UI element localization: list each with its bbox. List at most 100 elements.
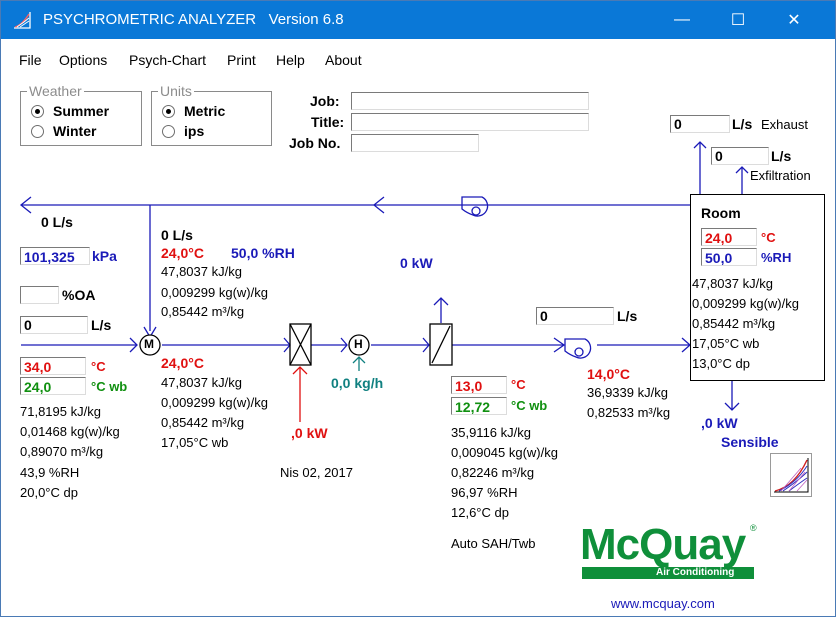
brand-tagline: Air Conditioning bbox=[656, 567, 735, 578]
exfiltration-unit: L/s bbox=[771, 148, 792, 164]
minimize-icon: — bbox=[674, 11, 690, 28]
title-input[interactable] bbox=[351, 113, 589, 131]
units-group-label: Units bbox=[158, 83, 194, 99]
psych-chart-icon bbox=[774, 458, 809, 493]
mixed-air-humidity: 0,009299 kg(w)/kg bbox=[161, 395, 268, 410]
pressure-unit: kPa bbox=[92, 248, 117, 264]
metric-radio[interactable] bbox=[162, 105, 175, 118]
winter-radio[interactable] bbox=[31, 125, 44, 138]
outdoor-flow-input[interactable] bbox=[20, 316, 88, 334]
outdoor-enthalpy: 71,8195 kJ/kg bbox=[20, 404, 101, 419]
weather-group: Weather Summer Winter bbox=[20, 83, 142, 146]
summer-label[interactable]: Summer bbox=[53, 103, 110, 119]
mixed-air-temp: 24,0°C bbox=[161, 355, 204, 371]
cooling-coil-load: 0 kW bbox=[400, 255, 433, 271]
weather-group-label: Weather bbox=[27, 83, 84, 99]
exhaust-unit: L/s bbox=[732, 116, 753, 132]
mixed-air-enthalpy: 47,8037 kJ/kg bbox=[161, 375, 242, 390]
outdoor-volume: 0,89070 m³/kg bbox=[20, 444, 104, 459]
job-no-input[interactable] bbox=[351, 134, 479, 152]
title-bar[interactable]: PSYCHROMETRIC ANALYZER Version 6.8 — ☐ ✕ bbox=[1, 1, 835, 39]
brand-url[interactable]: www.mcquay.com bbox=[611, 596, 715, 611]
brand-bar bbox=[582, 567, 754, 579]
winter-label[interactable]: Winter bbox=[53, 123, 97, 139]
outdoor-air-pct-input[interactable] bbox=[20, 286, 59, 304]
room-panel: Room 24,0 °C 50,0 %RH 47,8037 kJ/kg 0,00… bbox=[690, 194, 825, 381]
room-title: Room bbox=[701, 205, 741, 221]
brand-registered: ® bbox=[750, 523, 757, 533]
menu-about[interactable]: About bbox=[325, 52, 362, 68]
units-group: Units Metric ips bbox=[151, 83, 272, 146]
mcquay-logo: McQuay ® Air Conditioning bbox=[580, 520, 757, 581]
job-label: Job: bbox=[310, 93, 340, 109]
coil-leaving-rh: 96,97 %RH bbox=[451, 485, 518, 500]
ips-radio[interactable] bbox=[162, 125, 175, 138]
coil-leaving-enthalpy: 35,9116 kJ/kg bbox=[451, 425, 531, 440]
menu-file[interactable]: File bbox=[19, 52, 42, 68]
return-branch-rh: 50,0 %RH bbox=[231, 245, 295, 261]
minimize-button[interactable]: — bbox=[659, 1, 705, 39]
supply-flow-input[interactable] bbox=[536, 307, 614, 325]
supply-temp: 14,0°C bbox=[587, 366, 630, 382]
coil-leaving-humidity: 0,009045 kg(w)/kg bbox=[451, 445, 558, 460]
job-input[interactable] bbox=[351, 92, 589, 110]
menu-print[interactable]: Print bbox=[227, 52, 256, 68]
pressure-input[interactable]: 101,325 bbox=[20, 247, 90, 265]
return-branch-volume: 0,85442 m³/kg bbox=[161, 304, 245, 319]
metric-label[interactable]: Metric bbox=[184, 103, 226, 119]
return-branch-temp: 24,0°C bbox=[161, 245, 204, 261]
coil-leaving-wb-unit: °C wb bbox=[511, 398, 548, 413]
outdoor-flow-unit: L/s bbox=[91, 317, 112, 333]
coil-leaving-wb-input[interactable]: 12,72 bbox=[451, 397, 507, 415]
job-no-label: Job No. bbox=[289, 135, 341, 151]
outdoor-db-unit: °C bbox=[91, 359, 106, 374]
return-air-flow: 0 L/s bbox=[41, 214, 73, 230]
menu-psych-chart[interactable]: Psych-Chart bbox=[129, 52, 207, 68]
supply-enthalpy: 36,9339 kJ/kg bbox=[587, 385, 668, 400]
mixed-air-volume: 0,85442 m³/kg bbox=[161, 415, 245, 430]
room-dp: 13,0°C dp bbox=[692, 356, 750, 371]
room-db-unit: °C bbox=[761, 230, 776, 245]
coil-leaving-dp: 12,6°C dp bbox=[451, 505, 509, 520]
room-wb: 17,05°C wb bbox=[692, 336, 760, 351]
return-branch-enthalpy: 47,8037 kJ/kg bbox=[161, 264, 242, 279]
menu-bar: File Options Psych-Chart Print Help Abou… bbox=[1, 39, 835, 68]
supply-volume: 0,82533 m³/kg bbox=[587, 405, 671, 420]
humidifier-symbol: H bbox=[354, 337, 363, 351]
maximize-icon: ☐ bbox=[730, 12, 746, 29]
room-db-input[interactable]: 24,0 bbox=[701, 228, 757, 246]
mixed-air-wb: 17,05°C wb bbox=[161, 435, 229, 450]
menu-help[interactable]: Help bbox=[276, 52, 305, 68]
coil-leaving-db-input[interactable]: 13,0 bbox=[451, 376, 507, 394]
summer-radio[interactable] bbox=[31, 105, 44, 118]
room-rh-input[interactable]: 50,0 bbox=[701, 248, 757, 266]
return-branch-humidity: 0,009299 kg(w)/kg bbox=[161, 285, 268, 300]
brand-name: McQuay bbox=[580, 520, 746, 569]
outdoor-rh: 43,9 %RH bbox=[20, 465, 80, 480]
exhaust-flow-input[interactable] bbox=[670, 115, 730, 133]
outdoor-wb-unit: °C wb bbox=[91, 379, 128, 394]
outdoor-humidity: 0,01468 kg(w)/kg bbox=[20, 424, 120, 439]
psych-chart-button[interactable] bbox=[770, 453, 812, 497]
ips-label[interactable]: ips bbox=[184, 123, 205, 139]
preheat-load: ,0 kW bbox=[291, 425, 328, 441]
sensible-label: Sensible bbox=[721, 434, 779, 450]
outdoor-db-input[interactable]: 34,0 bbox=[20, 357, 86, 375]
psych-chart-app-icon bbox=[14, 12, 31, 29]
auto-mode-label: Auto SAH/Twb bbox=[451, 536, 536, 551]
menu-options[interactable]: Options bbox=[59, 52, 108, 68]
exfiltration-label: Exfiltration bbox=[750, 168, 811, 183]
close-button[interactable]: ✕ bbox=[771, 1, 817, 39]
window-title: PSYCHROMETRIC ANALYZER Version 6.8 bbox=[43, 11, 344, 28]
sensible-load: ,0 kW bbox=[701, 415, 738, 431]
maximize-button[interactable]: ☐ bbox=[715, 1, 761, 39]
mixer-symbol: M bbox=[144, 337, 154, 351]
exfiltration-flow-input[interactable] bbox=[711, 147, 769, 165]
humidifier-rate: 0,0 kg/h bbox=[331, 375, 384, 391]
outdoor-wb-input[interactable]: 24,0 bbox=[20, 377, 86, 395]
room-enthalpy: 47,8037 kJ/kg bbox=[692, 276, 773, 291]
title-label: Title: bbox=[311, 114, 345, 130]
room-volume: 0,85442 m³/kg bbox=[692, 316, 776, 331]
coil-leaving-db-unit: °C bbox=[511, 377, 526, 392]
